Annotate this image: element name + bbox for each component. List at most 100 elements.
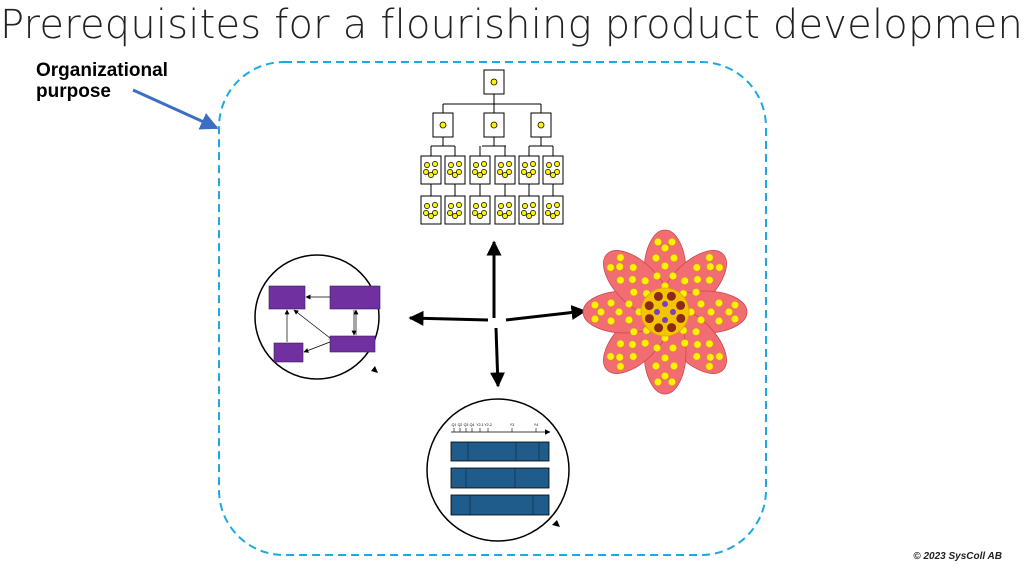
org-member-dot [447,169,453,175]
org-member-dot [481,161,487,167]
arrow-left [408,310,489,326]
org-member-dot [502,172,508,178]
org-member-dot [545,210,551,216]
org-member-dot [423,169,429,175]
flower-petal-dot [641,339,650,347]
timeline-bar-3 [450,494,550,516]
org-member-dot [530,169,536,175]
timeline-bar-2 [450,467,550,489]
flower-petal-dot [705,253,714,262]
purpose-label-line-2: purpose [36,81,111,102]
flower-petal-dot [670,362,678,370]
flower-petal-dot [654,378,662,386]
org-member-dot [498,162,504,168]
flower-petal-dot [697,300,705,308]
org-member-dot [490,121,498,129]
org-member-dot [456,169,462,175]
flower-petal-dot [630,327,638,336]
org-member-dot [526,172,532,178]
flower-petal-dot [680,277,689,285]
org-member-dot [554,169,560,175]
org-member-dot [506,161,512,167]
process-box-1 [268,285,306,310]
central-arrows [408,240,587,388]
org-member-dot [428,172,434,178]
flower-petal-dot [606,352,615,361]
flower-petal-dot [705,276,714,285]
org-team-box [444,195,466,225]
org-team-box [469,195,491,225]
org-member-dot [506,210,512,216]
flower-petal-dot [629,352,638,361]
flower-petal-dot [607,317,615,325]
org-chart-hierarchy [420,69,564,225]
flower-petal-dot [616,276,625,285]
org-member-dot [432,169,438,175]
flower-petal-dot [630,288,638,297]
org-member-dot [550,172,556,178]
flower-center-dot [676,300,686,310]
flower-petal-dot [715,299,723,307]
flower-petal-dot [661,372,669,380]
flower-petal-dot [615,262,624,271]
timeline-tick-label: Y3 [510,423,514,427]
flower-petal-dot [625,316,633,324]
flower-petal-dot [661,262,669,270]
org-member-dot [521,210,527,216]
org-member-dot [546,203,552,209]
org-member-dot [432,161,438,167]
flower-petal-dot [597,308,605,316]
flower-petal-dot [707,308,715,316]
org-member-dot [452,213,458,219]
flower-petal-dot [606,263,615,272]
org-member-dot [472,169,478,175]
flower-petal-dot [697,316,705,324]
timeline-tick-label: Y4 [534,423,538,427]
timeline-tick-label: Q4 [470,423,475,427]
org-member-dot [481,210,487,216]
process-cycle-arrowhead [371,366,378,373]
flower-petal-dot [616,362,625,371]
flower-petal-dot [615,308,623,316]
flower-center-dot [644,314,654,324]
flower-petal-dot [715,317,723,325]
flower-center-dot [667,323,677,333]
org-member-dot [497,169,503,175]
org-member-dot [550,213,556,219]
flower-petal-dot [654,238,662,246]
org-member-dot [432,202,438,208]
org-member-dot [432,210,438,216]
org-member-dot [456,210,462,216]
timeline-bar-1 [450,441,550,462]
timeline-bars [450,441,550,516]
flower-core-dot [670,309,676,315]
flower-petal-dot [731,315,739,323]
arrow-right [505,305,587,322]
flower-petal-dot [653,344,661,352]
flower-petal-dot [693,275,702,284]
flower-petal-dot [625,300,633,308]
flower-petal-dot [616,339,625,348]
flower-petal-dot [591,315,599,323]
timeline-tick-label: Y2-2 [484,423,492,427]
org-member-dot [452,172,458,178]
copyright-text: © 2023 SysColl AB [913,551,1002,562]
org-member-dot [554,210,560,216]
flower-petal-dot [652,362,660,370]
org-member-dot [490,78,498,86]
page-title: Prerequisites for a flourishing product … [0,2,1024,48]
org-member-dot [498,203,504,209]
flower-petal-dot [669,344,677,352]
org-member-dot [424,203,430,209]
org-member-dot [472,210,478,216]
org-member-dot [428,213,434,219]
org-member-dot [522,162,528,168]
org-member-dot [530,210,536,216]
flower-petal-dot [641,277,650,285]
flower-core-dot [662,317,668,323]
flower-petal-dot [715,263,724,272]
org-member-dot [481,202,487,208]
org-member-dot [424,162,430,168]
